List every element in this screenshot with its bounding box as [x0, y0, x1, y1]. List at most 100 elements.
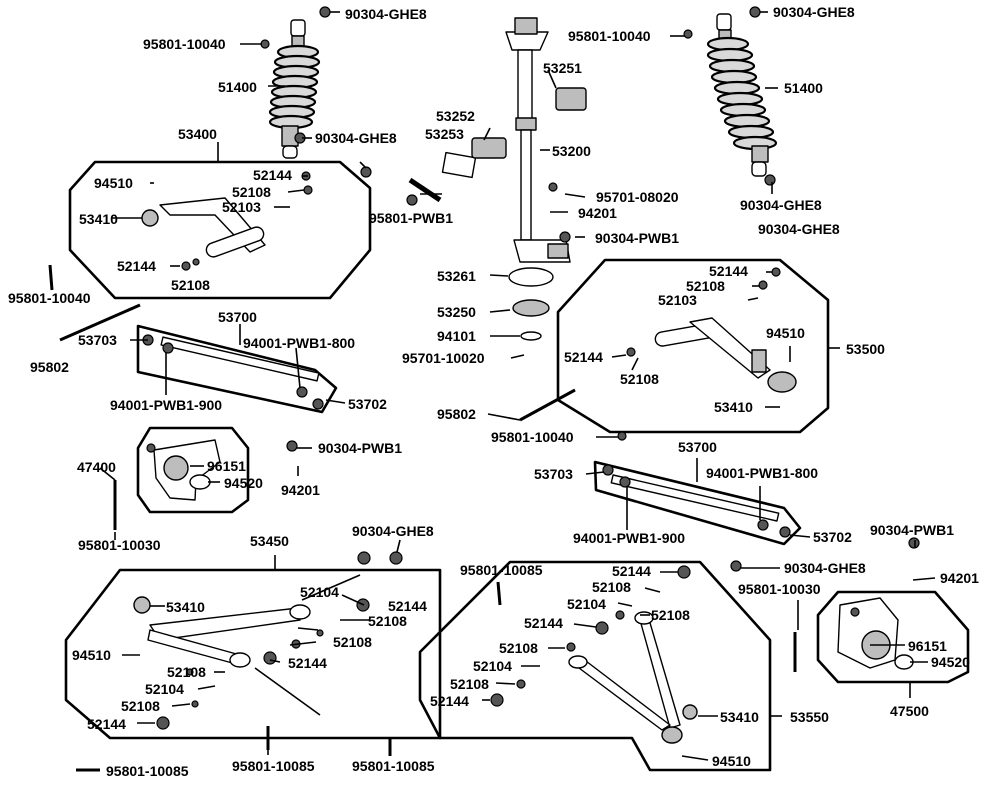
label-52108-g: 52108	[686, 278, 725, 294]
label-52108-e: 52108	[167, 664, 206, 680]
label-52108-j: 52108	[651, 607, 690, 623]
label-52108-d: 52108	[333, 634, 372, 650]
label-95801-pwb1: 95801-PWB1	[369, 210, 453, 226]
label-94001-pwb1-800-b: 94001-PWB1-800	[706, 465, 818, 481]
label-53410-d: 53410	[720, 709, 759, 725]
group-outline-53450	[64, 568, 442, 740]
label-90304-ghe8-d: 90304-GHE8	[773, 4, 855, 20]
label-94510-b: 94510	[72, 647, 111, 663]
label-94520-b: 94520	[931, 654, 970, 670]
label-53700-b: 53700	[678, 439, 717, 455]
label-52104-b: 52104	[145, 681, 184, 697]
tie-rod-53700-left	[160, 336, 320, 382]
label-53700-a: 53700	[218, 309, 257, 325]
label-90304-pwb1-b: 90304-PWB1	[595, 230, 679, 246]
label-53250: 53250	[437, 304, 476, 320]
label-94101: 94101	[437, 328, 476, 344]
label-94001-pwb1-800-a: 94001-PWB1-800	[243, 335, 355, 351]
tie-rod-53700-right	[610, 474, 780, 522]
label-52104-a: 52104	[300, 584, 339, 600]
group-outline-53400	[68, 160, 372, 300]
label-95801-10040-a: 95801-10040	[143, 36, 226, 52]
label-52144-g: 52144	[564, 349, 603, 365]
lower-a-arm-53450	[133, 596, 311, 668]
upper-a-arm-53500	[654, 317, 797, 393]
label-95801-10030-a: 95801-10030	[78, 537, 161, 553]
label-53703-a: 53703	[78, 332, 117, 348]
shock-absorber-left-51400	[268, 19, 321, 159]
label-53702-a: 53702	[348, 396, 387, 412]
label-53400: 53400	[178, 126, 217, 142]
label-94001-pwb1-900-a: 94001-PWB1-900	[110, 397, 222, 413]
block-53252	[471, 137, 507, 159]
label-90304-ghe8-b: 90304-GHE8	[315, 130, 397, 146]
label-52108-f: 52108	[121, 698, 160, 714]
label-47400: 47400	[77, 459, 116, 475]
label-53251: 53251	[543, 60, 582, 76]
label-90304-ghe8-a: 90304-GHE8	[345, 6, 427, 22]
plate-53253	[441, 151, 477, 179]
label-94001-pwb1-900-b: 94001-PWB1-900	[573, 530, 685, 546]
bushing-53250	[512, 299, 550, 317]
label-94201-b: 94201	[578, 205, 617, 221]
washer-94101	[520, 331, 542, 341]
group-outline-47500	[816, 590, 970, 684]
group-outline-53550	[418, 560, 772, 772]
label-52144-c: 52144	[388, 598, 427, 614]
label-53410-b: 53410	[166, 599, 205, 615]
label-53450: 53450	[250, 533, 289, 549]
label-94510-d: 94510	[712, 753, 751, 769]
knuckle-47400	[153, 439, 221, 501]
group-outline-47400	[136, 426, 250, 514]
label-53200: 53200	[552, 143, 591, 159]
label-53252: 53252	[436, 108, 475, 124]
label-90304-pwb1-a: 90304-PWB1	[318, 440, 402, 456]
label-52144-e: 52144	[87, 716, 126, 732]
label-95802-a: 95802	[30, 359, 69, 375]
label-47500: 47500	[890, 703, 929, 719]
label-53550: 53550	[790, 709, 829, 725]
label-52108-b: 52108	[171, 277, 210, 293]
label-94520-a: 94520	[224, 475, 263, 491]
bearing-plate-53261	[508, 267, 554, 287]
label-94510-a: 94510	[94, 175, 133, 191]
label-95801-10085-c: 95801-10085	[352, 758, 435, 774]
label-95801-10085-d: 95801-10085	[460, 562, 543, 578]
label-94201-c: 94201	[940, 570, 979, 586]
label-95801-10040-b: 95801-10040	[8, 290, 91, 306]
label-95801-10040-d: 95801-10040	[568, 28, 651, 44]
shock-absorber-right-51400	[706, 13, 778, 177]
label-95701-10020: 95701-10020	[402, 350, 485, 366]
label-96151-b: 96151	[908, 638, 947, 654]
lower-a-arm-53550	[568, 611, 698, 744]
label-52144-a: 52144	[253, 167, 292, 183]
label-52144-i: 52144	[524, 615, 563, 631]
label-90304-ghe8-f: 90304-GHE8	[758, 221, 840, 237]
upper-a-arm-53400	[141, 197, 266, 258]
label-52108-k: 52108	[499, 640, 538, 656]
seal-94520-left	[189, 474, 211, 490]
label-52108-a: 52108	[232, 184, 271, 200]
label-52144-b: 52144	[117, 258, 156, 274]
label-53703-b: 53703	[534, 466, 573, 482]
hardware-nuts	[142, 6, 920, 730]
label-94510-c: 94510	[766, 325, 805, 341]
label-53500: 53500	[846, 341, 885, 357]
clamp-53251	[555, 87, 587, 111]
label-90304-ghe8-g: 90304-GHE8	[784, 560, 866, 576]
label-52108-i: 52108	[592, 579, 631, 595]
label-90304-ghe8-e: 90304-GHE8	[740, 197, 822, 213]
steering-column-53200	[505, 17, 571, 263]
label-95802-b: 95802	[437, 406, 476, 422]
label-95701-08020: 95701-08020	[596, 189, 679, 205]
label-90304-ghe8-c: 90304-GHE8	[352, 523, 434, 539]
label-52108-h: 52108	[620, 371, 659, 387]
part-number-labels: 90304-GHE8 95801-10040 51400 90304-GHE8 …	[8, 4, 979, 779]
label-52144-j: 52144	[430, 693, 469, 709]
label-53261: 53261	[437, 268, 476, 284]
label-53410-c: 53410	[714, 399, 753, 415]
label-52144-d: 52144	[288, 655, 327, 671]
label-52103-a: 52103	[222, 199, 261, 215]
